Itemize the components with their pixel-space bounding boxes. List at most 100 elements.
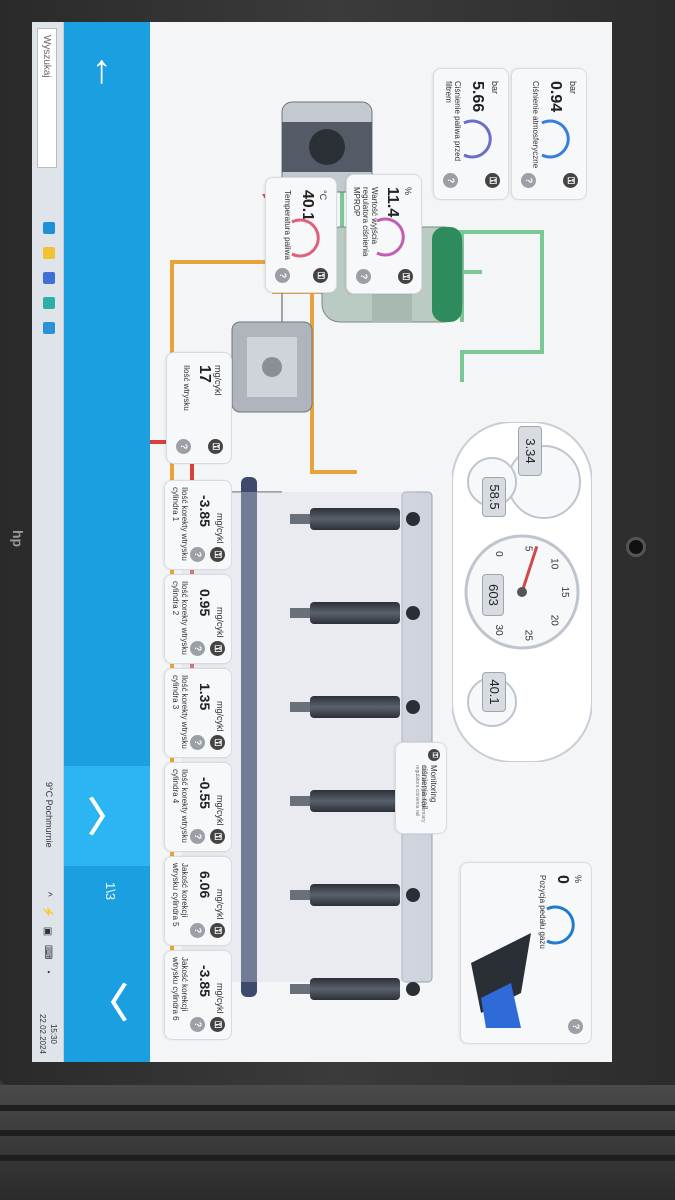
- lock-icon[interactable]: ⚿: [485, 173, 500, 188]
- chevron-up-icon: ︿: [84, 796, 128, 836]
- cylinder-unit: mg/cykl: [215, 701, 225, 732]
- atm-dial: [541, 119, 570, 159]
- rpm-tick-label: 5: [523, 546, 534, 552]
- cylinder-value: -3.85: [197, 965, 213, 997]
- rpm-needle: [520, 545, 539, 593]
- webcam: [626, 537, 646, 557]
- help-icon[interactable]: ?: [521, 173, 536, 188]
- lock-icon[interactable]: ⚿: [210, 923, 225, 938]
- cylinder-unit: mg/cykl: [215, 889, 225, 920]
- card-fuel-pressure[interactable]: ⚿ ? bar 5.66 Ciśnienie paliwa przed filt…: [433, 68, 509, 200]
- rpm-tick-label: 20: [549, 615, 560, 627]
- help-icon[interactable]: ?: [190, 641, 205, 656]
- card-injection-qty[interactable]: ⚿ ? mg/cykl 17 Ilość wtrysku: [166, 352, 232, 464]
- lock-icon[interactable]: ⚿: [313, 268, 328, 283]
- pedal-icon: [471, 933, 531, 1028]
- clock-date: 22.02.2024: [38, 1013, 47, 1055]
- help-icon[interactable]: ?: [190, 547, 205, 562]
- weather-widget[interactable]: 9°C Pochmurnie: [44, 782, 54, 848]
- cylinder-label: Ilość korekty wtrysku cylindra 4: [171, 769, 189, 843]
- cylinder-label: Jakość korekcji wtrysku cylindra 5: [171, 863, 189, 927]
- help-icon[interactable]: ?: [275, 268, 290, 283]
- lock-icon[interactable]: ⚿: [428, 749, 440, 761]
- help-icon[interactable]: ?: [176, 439, 191, 454]
- fuel-pressure-value: 5.66: [469, 81, 486, 113]
- cylinder-unit: mg/cykl: [215, 513, 225, 544]
- help-icon[interactable]: ?: [443, 173, 458, 188]
- screen: ⚿ ? bar 0.94 Ciśnienie atmosferyczne ⚿ ?…: [32, 22, 612, 1062]
- common-rail: [241, 477, 257, 997]
- system-tray[interactable]: ^ ⚡ ▣ ⌨ ◔: [42, 892, 53, 978]
- temp-box-1: 58.5: [482, 477, 506, 517]
- atm-unit: bar: [568, 81, 578, 95]
- temp-box-2: 40.1: [482, 672, 506, 712]
- lock-icon[interactable]: ⚿: [210, 641, 225, 656]
- help-icon[interactable]: ?: [356, 269, 371, 284]
- cylinder-label: Ilość korekty wtrysku cylindra 2: [171, 581, 189, 655]
- taskbar-clock[interactable]: 15:30 22.02.2024: [37, 1012, 59, 1056]
- injector-1: [270, 504, 420, 534]
- lock-icon[interactable]: ⚿: [210, 735, 225, 750]
- lock-icon[interactable]: ⚿: [210, 829, 225, 844]
- injection-unit: mg/cykl: [213, 365, 223, 396]
- card-fuel-temp[interactable]: ⚿ ? °C 40.1 Temperatura paliwa: [265, 177, 337, 293]
- fuel-filter: [281, 101, 373, 193]
- lock-icon[interactable]: ⚿: [563, 173, 578, 188]
- app-icon[interactable]: [43, 297, 55, 309]
- injector-3: [270, 692, 420, 722]
- explorer-icon[interactable]: [43, 247, 55, 259]
- scroll-up-button[interactable]: ︿: [64, 766, 150, 866]
- injection-label: Ilość wtrysku: [182, 365, 191, 411]
- hp-logo: hp: [10, 530, 26, 548]
- cylinder-label: Ilość korekty wtrysku cylindra 3: [171, 675, 189, 749]
- lock-icon[interactable]: ⚿: [210, 547, 225, 562]
- cylinder-unit: mg/cykl: [215, 607, 225, 638]
- pedal-value: 0: [554, 875, 571, 884]
- fuel-pressure-dial: [463, 119, 492, 159]
- help-icon[interactable]: ?: [190, 735, 205, 750]
- lock-icon[interactable]: ⚿: [398, 269, 413, 284]
- injector-2: [270, 598, 420, 628]
- rpm-tick-label: 0: [493, 551, 504, 557]
- lock-icon[interactable]: ⚿: [208, 439, 223, 454]
- high-pressure-pump: [231, 321, 313, 413]
- help-icon[interactable]: ?: [190, 1017, 205, 1032]
- cylinder-value: -3.85: [197, 495, 213, 527]
- page-indicator: 1\3: [103, 882, 118, 901]
- rpm-tick-label: 30: [493, 625, 504, 637]
- help-icon[interactable]: ?: [190, 923, 205, 938]
- taskbar-search[interactable]: Wyszukaj: [37, 28, 57, 168]
- navigation-bar: ← ︿ 1\3 ﹀: [64, 22, 150, 1062]
- mprop-dial: [376, 217, 405, 257]
- card-rail-monitor[interactable]: ⚿ Monitoring ciśnienia rail Brak wiarygo…: [395, 742, 447, 834]
- rpm-tick-label: 25: [523, 630, 534, 642]
- store-icon[interactable]: [43, 272, 55, 284]
- back-arrow-icon[interactable]: ←: [86, 52, 130, 92]
- edge-icon[interactable]: [43, 222, 55, 234]
- mprop-unit: %: [403, 187, 413, 196]
- lock-icon[interactable]: ⚿: [210, 1017, 225, 1032]
- windows-taskbar: Wyszukaj 9°C Pochmurnie ^ ⚡ ▣ ⌨ ◔ 15:30 …: [32, 22, 64, 1062]
- chevron-down-icon[interactable]: ﹀: [84, 982, 128, 1022]
- diagnostic-app-icon[interactable]: [43, 322, 55, 334]
- card-pedal[interactable]: ? % 0 Pozycja pedału gazu: [460, 862, 592, 1044]
- fuel-pressure-unit: bar: [490, 81, 500, 95]
- card-atm-pressure[interactable]: ⚿ ? bar 0.94 Ciśnienie atmosferyczne: [511, 68, 587, 200]
- injector-5: [270, 880, 420, 910]
- pressure-box: 3.34: [518, 426, 542, 476]
- card-mprop[interactable]: ⚿ ? % 11.4 Wartość wyjścia regulatora ci…: [346, 174, 422, 294]
- clock-time: 15:30: [49, 1023, 58, 1045]
- pedal-unit: %: [573, 875, 583, 884]
- help-icon[interactable]: ?: [568, 1019, 583, 1034]
- injector-6: [270, 974, 420, 1004]
- cylinder-value: -0.55: [197, 777, 213, 809]
- cylinder-value: 6.06: [197, 871, 213, 899]
- rpm-tick-label: 10: [549, 558, 560, 570]
- help-icon[interactable]: ?: [190, 829, 205, 844]
